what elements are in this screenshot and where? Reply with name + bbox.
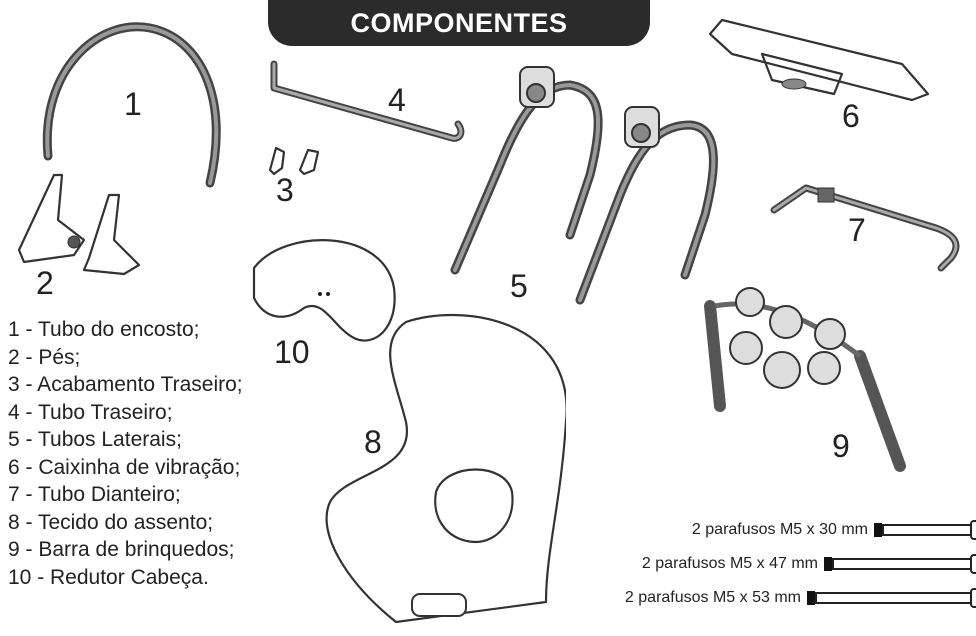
part-5-number: 5: [510, 268, 528, 305]
legend-item: 10 - Redutor Cabeça.: [8, 564, 243, 592]
screw-label: 2 parafusos M5 x 47 mm: [642, 555, 818, 573]
screw-head-icon: [807, 591, 815, 605]
screw-head-icon: [874, 523, 882, 537]
screw-cap-icon: [970, 588, 976, 608]
part-2-number: 2: [36, 265, 54, 302]
part-10-number: 10: [274, 334, 310, 371]
legend-item: 6 - Caixinha de vibração;: [8, 454, 243, 482]
part-2-feet: [14, 170, 154, 280]
screw-cap-icon: [970, 554, 976, 574]
legend-item: 3 - Acabamento Traseiro;: [8, 371, 243, 399]
part-6-vibration-box: [702, 14, 942, 104]
screw-row-47mm: 2 parafusos M5 x 47 mm: [642, 552, 976, 576]
legend-item: 7 - Tubo Dianteiro;: [8, 481, 243, 509]
legend-item: 5 - Tubos Laterais;: [8, 426, 243, 454]
legend-item: 9 - Barra de brinquedos;: [8, 536, 243, 564]
screw-shaft-icon: [815, 592, 970, 604]
screw-row-53mm: 2 parafusos M5 x 53 mm: [625, 586, 976, 610]
part-5-side-tubes: [440, 55, 730, 315]
part-8-number: 8: [364, 424, 382, 461]
part-10-head-reducer: [244, 228, 404, 358]
part-3-number: 3: [276, 172, 294, 209]
part-6-number: 6: [842, 98, 860, 135]
legend-item: 4 - Tubo Traseiro;: [8, 399, 243, 427]
screw-shaft-icon: [882, 524, 970, 536]
components-legend: 1 - Tubo do encosto; 2 - Pés; 3 - Acabam…: [8, 316, 243, 591]
screw-cap-icon: [970, 520, 976, 540]
legend-item: 2 - Pés;: [8, 344, 243, 372]
page-title: COMPONENTES: [268, 0, 650, 46]
part-7-front-tube: [766, 180, 976, 275]
screw-row-30mm: 2 parafusos M5 x 30 mm: [692, 518, 976, 542]
part-9-toy-bar: [690, 286, 930, 486]
part-7-number: 7: [848, 212, 866, 249]
legend-item: 8 - Tecido do assento;: [8, 509, 243, 537]
screw-shaft-icon: [832, 558, 970, 570]
part-4-number: 4: [388, 82, 406, 119]
screw-label: 2 parafusos M5 x 53 mm: [625, 589, 801, 607]
screw-head-icon: [824, 557, 832, 571]
legend-item: 1 - Tubo do encosto;: [8, 316, 243, 344]
part-1-number: 1: [124, 86, 142, 123]
part-9-number: 9: [832, 428, 850, 465]
screw-label: 2 parafusos M5 x 30 mm: [692, 521, 868, 539]
